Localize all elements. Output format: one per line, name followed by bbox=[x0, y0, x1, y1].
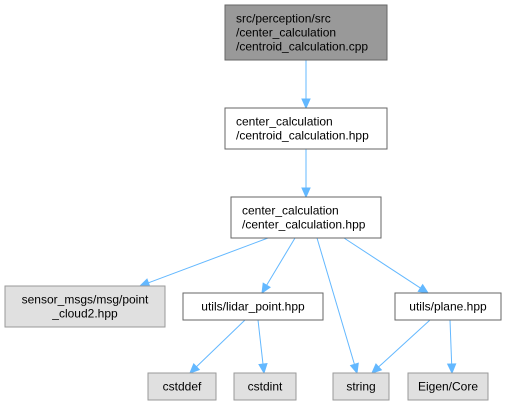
arrowhead bbox=[446, 363, 457, 375]
node-label-line: /center_calculation.hpp bbox=[242, 218, 366, 232]
node-box bbox=[224, 4, 388, 61]
arrowhead bbox=[258, 363, 268, 375]
node-string[interactable]: string bbox=[332, 372, 390, 401]
node-box bbox=[230, 196, 382, 239]
node-plane[interactable]: utils/plane.hpp bbox=[394, 292, 502, 321]
node-box bbox=[394, 292, 502, 321]
node-centroid-hpp[interactable]: center_calculation/centroid_calculation.… bbox=[224, 107, 388, 150]
arrowhead bbox=[138, 278, 151, 288]
edge-line bbox=[343, 237, 421, 289]
edge-center-hpp-to-string bbox=[316, 237, 359, 375]
node-box bbox=[233, 372, 297, 401]
node-label-line: center_calculation bbox=[242, 204, 339, 218]
node-label-line: _cloud2.hpp bbox=[51, 307, 118, 321]
arrowhead bbox=[301, 187, 311, 199]
node-label-line: /centroid_calculation.cpp bbox=[236, 40, 368, 54]
edge-lidar-point-to-cstdint bbox=[257, 319, 268, 375]
node-label-line: center_calculation bbox=[236, 115, 333, 129]
node-label-line: utils/plane.hpp bbox=[409, 300, 487, 314]
edge-line bbox=[148, 237, 269, 284]
node-box bbox=[147, 372, 217, 401]
edge-line bbox=[257, 319, 264, 365]
node-label-line: utils/lidar_point.hpp bbox=[201, 300, 305, 314]
node-center-hpp[interactable]: center_calculation/center_calculation.hp… bbox=[230, 196, 382, 239]
edge-center-hpp-to-plane bbox=[343, 237, 430, 294]
node-eigen-core[interactable]: Eigen/Core bbox=[407, 372, 489, 401]
node-box bbox=[4, 285, 166, 328]
node-centroid-cpp[interactable]: src/perception/src/center_calculation/ce… bbox=[224, 4, 388, 61]
arrowhead bbox=[189, 362, 201, 374]
node-label-line: /centroid_calculation.hpp bbox=[236, 129, 369, 143]
node-lidar-point[interactable]: utils/lidar_point.hpp bbox=[182, 292, 324, 321]
node-label-line: /center_calculation bbox=[236, 26, 336, 40]
arrowhead bbox=[349, 362, 359, 375]
node-label-line: src/perception/src bbox=[236, 12, 331, 26]
node-sensor-msgs[interactable]: sensor_msgs/msg/point_cloud2.hpp bbox=[4, 285, 166, 328]
node-label-line: cstdint bbox=[248, 380, 283, 394]
arrowhead bbox=[417, 283, 430, 294]
edge-plane-to-string bbox=[371, 319, 431, 374]
edge-centroid-hpp-to-center-hpp bbox=[301, 149, 311, 199]
arrowhead bbox=[301, 98, 311, 110]
edge-line bbox=[196, 319, 246, 368]
edge-lidar-point-to-cstddef bbox=[189, 319, 246, 374]
node-box bbox=[224, 107, 388, 150]
node-label-line: Eigen/Core bbox=[418, 380, 478, 394]
node-label-line: cstddef bbox=[163, 380, 202, 394]
node-label-line: string bbox=[346, 380, 375, 394]
node-label-line: sensor_msgs/msg/point bbox=[22, 293, 149, 307]
edge-centroid-cpp-to-centroid-hpp bbox=[301, 60, 311, 110]
arrowhead bbox=[261, 282, 271, 295]
edge-center-hpp-to-sensor-msgs bbox=[138, 237, 269, 288]
node-box bbox=[407, 372, 489, 401]
edge-line bbox=[378, 319, 431, 368]
edge-center-hpp-to-lidar-point bbox=[261, 237, 296, 295]
node-cstdint[interactable]: cstdint bbox=[233, 372, 297, 401]
node-box bbox=[182, 292, 324, 321]
arrowhead bbox=[371, 363, 383, 374]
node-box bbox=[332, 372, 390, 401]
edge-line bbox=[266, 237, 296, 286]
edge-plane-to-eigen-core bbox=[446, 319, 457, 375]
edge-line bbox=[316, 237, 355, 365]
node-cstddef[interactable]: cstddef bbox=[147, 372, 217, 401]
edge-line bbox=[449, 319, 453, 365]
